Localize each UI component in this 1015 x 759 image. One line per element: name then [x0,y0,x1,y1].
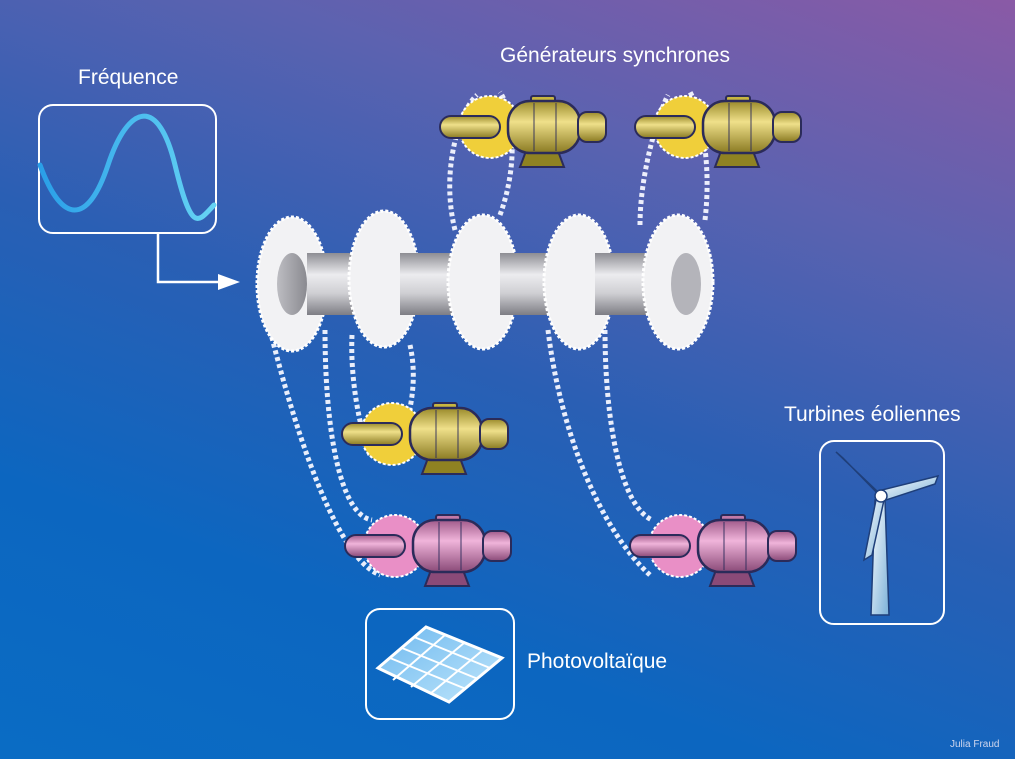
frequency-panel [37,104,240,290]
sine-wave-icon [37,113,217,221]
wind-converter [628,513,798,588]
gear-1 [255,215,329,353]
photovoltaic-label: Photovoltaïque [527,650,668,673]
wind-turbine-panel [819,440,945,625]
author-credit: Julia Fraud [950,739,1000,750]
synchronous-generator-middle [340,401,510,476]
solar-panel-icon [375,625,505,704]
gear-5 [641,213,715,351]
arrow-right-icon [156,233,222,284]
wind-turbine-icon [835,451,940,616]
wind-turbines-label: Turbines éoliennes [784,403,961,426]
synchronous-generator-top-right [633,94,803,169]
synchronous-generator-top-left [438,94,608,169]
photovoltaic-converter [343,513,513,588]
frequency-label: Fréquence [78,66,179,89]
shaft-gears [255,209,715,353]
synchronous-generators-label: Générateurs synchrones [500,44,730,67]
photovoltaic-panel [365,608,515,720]
